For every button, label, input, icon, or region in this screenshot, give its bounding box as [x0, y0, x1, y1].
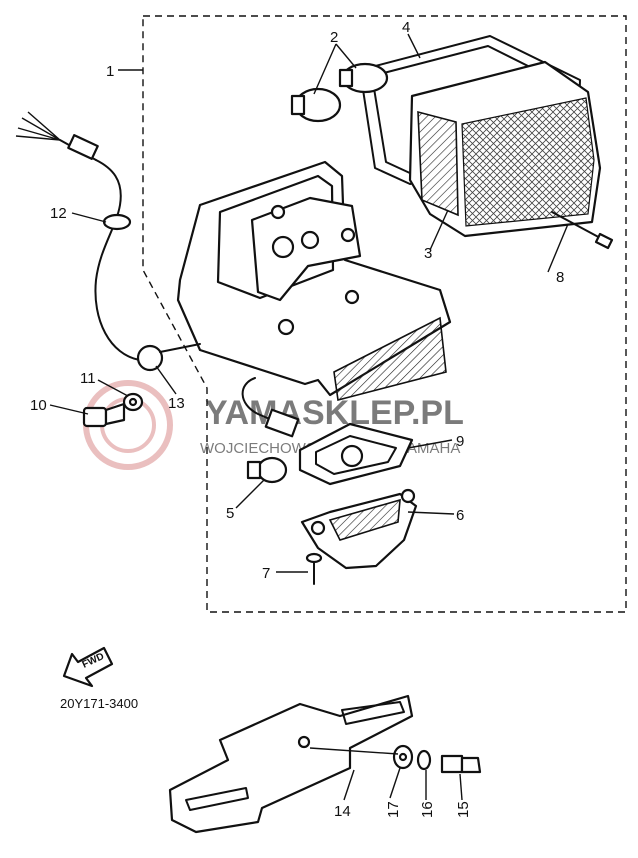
wire-harness [15, 111, 201, 372]
license-lamp-gasket [298, 422, 414, 486]
mount-washer [122, 392, 144, 412]
tail-lens [408, 60, 602, 238]
callout-3: 3 [424, 245, 432, 262]
watermark-title: YAMASKLEP.PL [205, 394, 464, 432]
bracket-washer [392, 744, 414, 770]
callout-6: 6 [456, 507, 464, 524]
callout-13: 13 [168, 395, 185, 412]
callout-16: 16 [419, 801, 436, 818]
callout-2: 2 [330, 29, 338, 46]
callout-5: 5 [226, 505, 234, 522]
assembly-boundary [142, 15, 627, 613]
bracket-bolt [440, 754, 482, 774]
callout-17: 17 [385, 801, 402, 818]
tail-bulbs [290, 62, 389, 123]
callout-7: 7 [262, 565, 270, 582]
license-lamp-cover [300, 488, 418, 570]
callout-12: 12 [50, 205, 67, 222]
callout-14: 14 [334, 803, 351, 820]
callout-8: 8 [556, 269, 564, 286]
forward-arrow-icon: FWD [62, 646, 114, 688]
callout-11: 11 [80, 370, 96, 387]
license-bracket [168, 694, 414, 834]
leader-lines [49, 33, 569, 801]
long-screw [551, 211, 614, 250]
cover-screw [305, 552, 323, 585]
taillight-housing [176, 160, 452, 401]
license-lamp-socket [241, 377, 300, 438]
callout-10: 10 [30, 397, 47, 414]
callout-1: 1 [106, 63, 114, 80]
callout-numbers: 1 2 3 4 5 6 7 8 9 10 11 12 13 14 15 16 1… [30, 19, 564, 820]
callout-15: 15 [455, 801, 472, 818]
license-bulb [246, 456, 288, 484]
bracket-lock-washer [416, 749, 432, 771]
callout-9: 9 [456, 433, 464, 450]
mount-bolt [82, 402, 126, 428]
part-code: 20Y171-3400 [60, 696, 138, 711]
callout-4: 4 [402, 19, 410, 36]
